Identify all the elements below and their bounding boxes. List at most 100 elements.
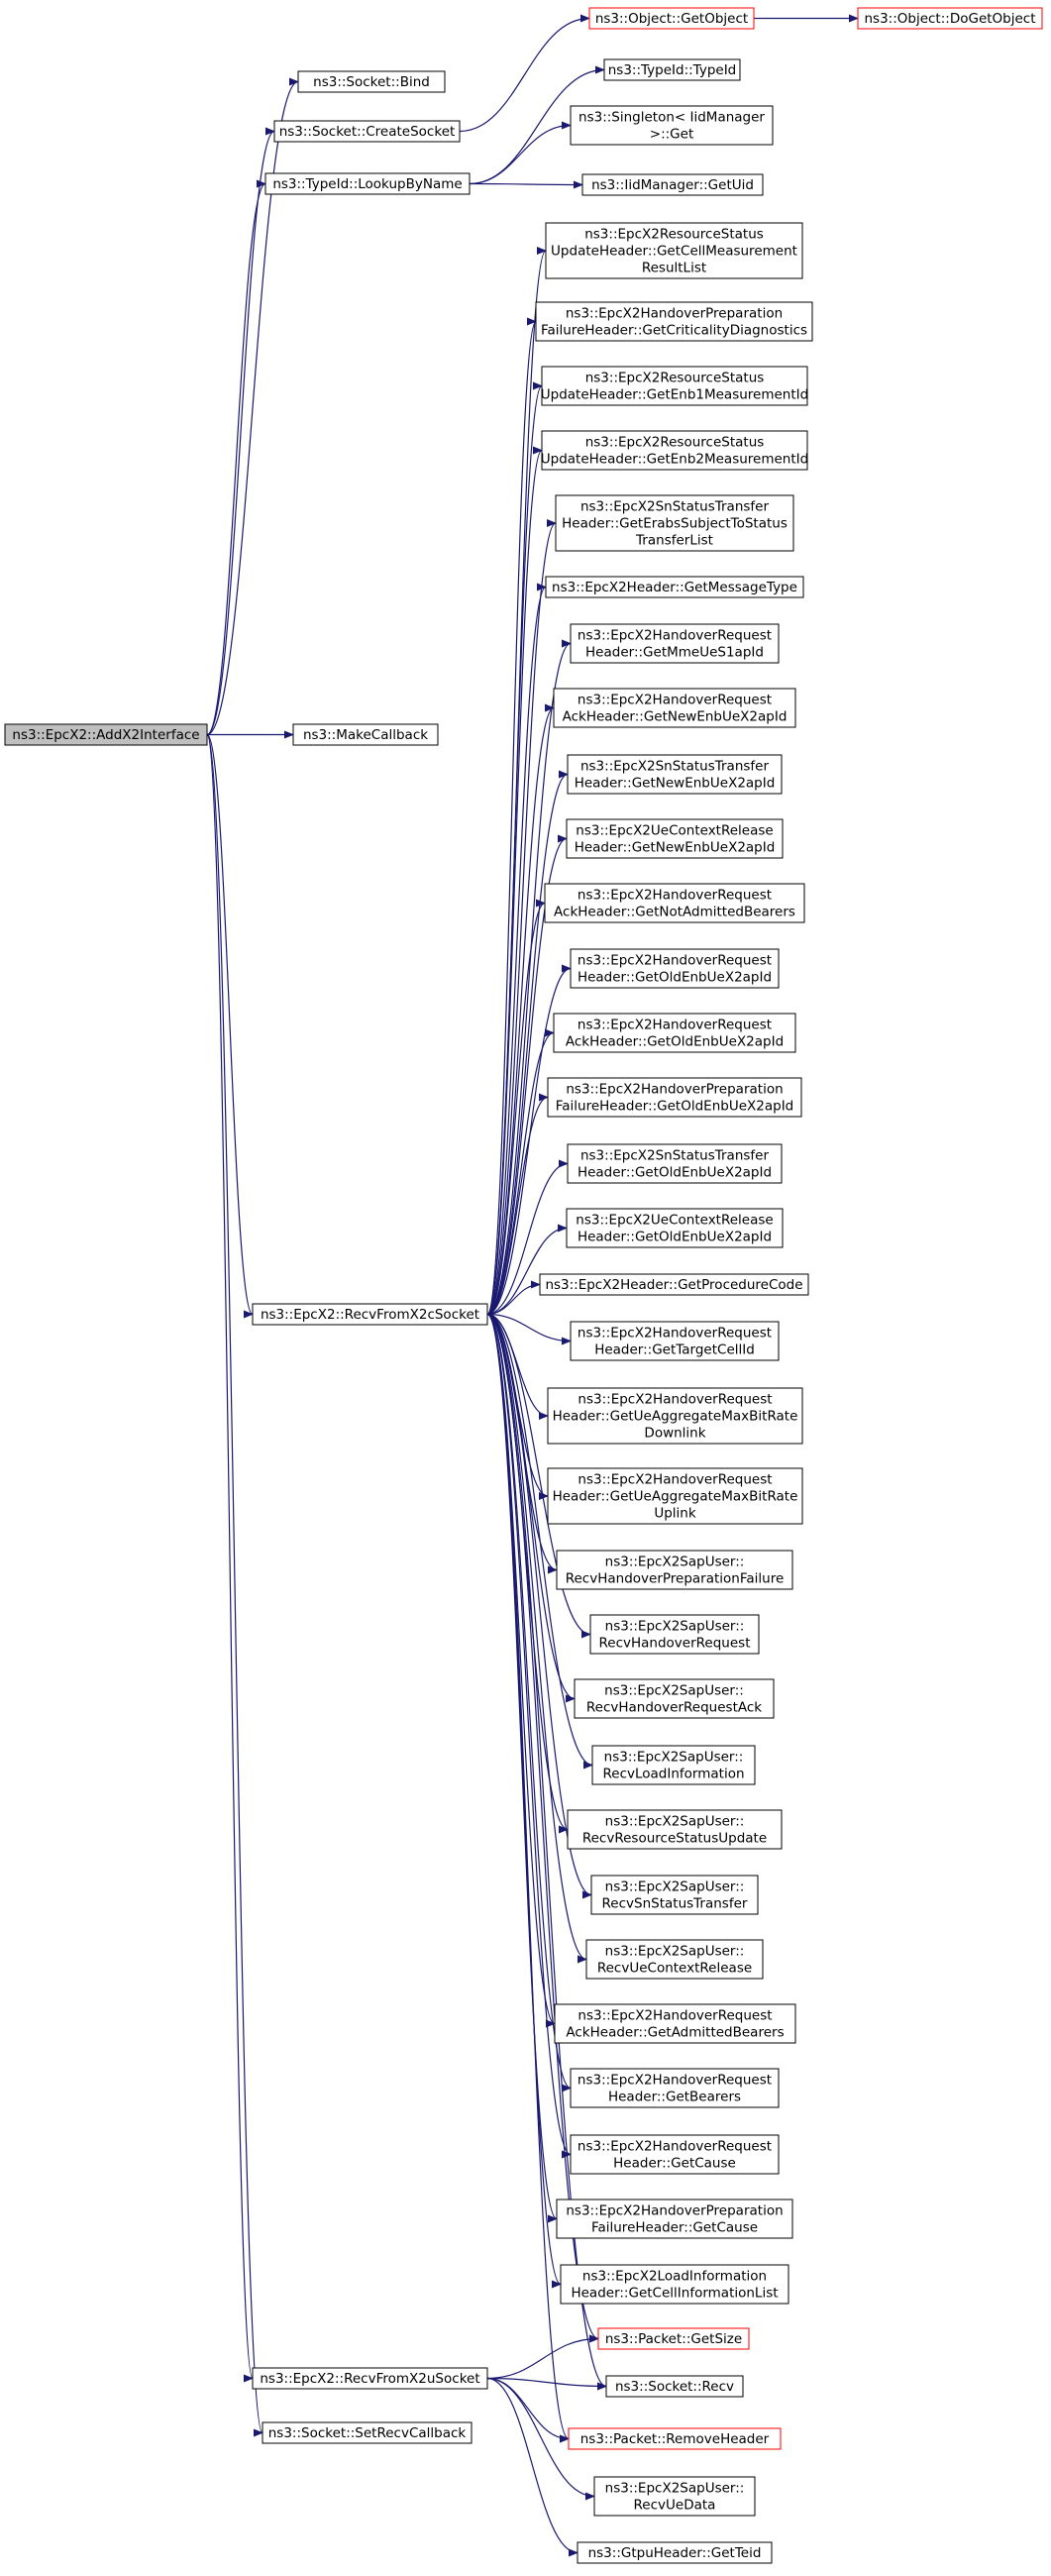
edge-root-to-createsocket [206,127,275,736]
node-typeid[interactable]: ns3::TypeId::TypeId [603,58,741,81]
edge-recvx2c-to-c30 [486,1313,572,2159]
node-c25[interactable]: ns3::EpcX2SapUser::RecvResourceStatusUpd… [567,1809,783,1850]
node-label: ns3::EpcX2HandoverPreparation [566,306,783,322]
node-lookupbyname[interactable]: ns3::TypeId::LookupByName [264,172,471,195]
edge-recvx2c-to-c4 [486,446,543,1316]
node-makecallback[interactable]: ns3::MakeCallback [292,723,439,746]
node-singleton[interactable]: ns3::Singleton< IidManager>::Get [570,105,774,146]
node-c30[interactable]: ns3::EpcX2HandoverRequestHeader::GetCaus… [570,2134,780,2175]
node-setrecvcb[interactable]: ns3::Socket::SetRecvCallback [262,2421,473,2444]
edge-recvx2c-to-c15 [486,1159,569,1316]
node-c12[interactable]: ns3::EpcX2HandoverRequestHeader::GetOldE… [570,948,780,989]
node-label: ns3::EpcX2LoadInformation [582,2269,767,2285]
node-box [273,120,461,143]
node-c22[interactable]: ns3::EpcX2SapUser::RecvHandoverRequest [589,1614,760,1655]
node-label: ns3::Socket::Bind [313,74,430,90]
node-box [292,723,439,746]
node-c1[interactable]: ns3::EpcX2ResourceStatusUpdateHeader::Ge… [545,222,803,279]
node-box [581,173,764,196]
node-c14[interactable]: ns3::EpcX2HandoverPreparationFailureHead… [547,1077,802,1118]
node-label: Header::GetUeAggregateMaxBitRate [553,1489,798,1505]
node-box [588,7,755,30]
edge-lookupbyname-to-singleton [469,121,572,185]
node-recvx2c[interactable]: ns3::EpcX2::RecvFromX2cSocket [252,1303,488,1326]
node-box [566,818,784,859]
node-c3[interactable]: ns3::EpcX2ResourceStatusUpdateHeader::Ge… [541,366,808,406]
edge-recvx2c-to-c2 [486,317,537,1316]
node-c29[interactable]: ns3::EpcX2HandoverRequestHeader::GetBear… [570,2068,780,2108]
nodes-layer: ns3::EpcX2::AddX2Interface ns3::Socket::B… [4,7,1043,2564]
node-createsocket[interactable]: ns3::Socket::CreateSocket [273,120,461,143]
node-label: ns3::GtpuHeader::GetTeid [588,2545,762,2561]
node-getobject[interactable]: ns3::Object::GetObject [588,7,755,30]
node-c32[interactable]: ns3::EpcX2LoadInformationHeader::GetCell… [560,2264,789,2305]
node-getuid[interactable]: ns3::IidManager::GetUid [581,173,764,196]
node-c26[interactable]: ns3::EpcX2SapUser::RecvSnStatusTransfer [590,1875,759,1915]
node-label: Header::GetMmeUeS1apId [585,645,764,661]
node-c31[interactable]: ns3::EpcX2HandoverPreparationFailureHead… [556,2199,793,2239]
node-box [553,1013,796,1053]
node-box [547,1467,803,1525]
edge-recvx2c-to-c14 [486,1093,549,1316]
node-label: UpdateHeader::GetCellMeasurement [551,244,797,260]
node-label: ns3::EpcX2Header::GetMessageType [552,580,797,595]
node-removeheader[interactable]: ns3::Packet::RemoveHeader [568,2427,782,2450]
node-c15[interactable]: ns3::EpcX2SnStatusTransferHeader::GetOld… [567,1143,783,1184]
node-c6[interactable]: ns3::EpcX2Header::GetMessageType [545,576,804,598]
node-label: ns3::EpcX2HandoverPreparation [566,1082,783,1098]
node-c20[interactable]: ns3::EpcX2HandoverRequestHeader::GetUeAg… [547,1467,803,1525]
edge-recvx2c-to-c26 [486,1313,592,1899]
node-c24[interactable]: ns3::EpcX2SapUser::RecvLoadInformation [591,1745,756,1785]
node-c10[interactable]: ns3::EpcX2UeContextReleaseHeader::GetNew… [566,818,784,859]
edge-recvx2u-to-getteid [486,2377,578,2557]
node-recvuedata[interactable]: ns3::EpcX2SapUser::RecvUeData [593,2476,756,2517]
node-c8[interactable]: ns3::EpcX2HandoverRequestAckHeader::GetN… [553,688,796,728]
node-c5[interactable]: ns3::EpcX2SnStatusTransferHeader::GetEra… [555,494,794,552]
node-c17[interactable]: ns3::EpcX2Header::GetProcedureCode [539,1273,809,1296]
edge-root-to-recvx2c [206,733,254,1319]
edge-recvx2u-to-recvuedata [486,2377,595,2501]
node-c13[interactable]: ns3::EpcX2HandoverRequestAckHeader::GetO… [553,1013,796,1053]
node-c19[interactable]: ns3::EpcX2HandoverRequestHeader::GetUeAg… [547,1387,803,1445]
node-box [252,2367,488,2390]
node-c28[interactable]: ns3::EpcX2HandoverRequestAckHeader::GetA… [554,2003,796,2044]
node-label: UpdateHeader::GetEnb2MeasurementId [541,452,808,468]
node-label: Header::GetErabsSubjectToStatus [562,516,788,532]
node-c7[interactable]: ns3::EpcX2HandoverRequestHeader::GetMmeU… [570,623,780,664]
node-box [603,58,741,81]
node-c2[interactable]: ns3::EpcX2HandoverPreparationFailureHead… [535,301,813,342]
node-label: ns3::Socket::Recv [615,2379,734,2395]
node-label: ns3::EpcX2HandoverRequest [578,628,772,644]
node-root[interactable]: ns3::EpcX2::AddX2Interface [4,723,208,746]
node-box [568,2427,782,2450]
node-label: ns3::EpcX2HandoverRequest [578,1326,772,1342]
node-label: FailureHeader::GetCause [591,2220,758,2236]
node-box [605,2375,744,2398]
node-recvx2u[interactable]: ns3::EpcX2::RecvFromX2uSocket [252,2367,488,2390]
node-c27[interactable]: ns3::EpcX2SapUser::RecvUeContextRelease [585,1939,764,1980]
node-box [556,1550,793,1590]
node-c4[interactable]: ns3::EpcX2ResourceStatusUpdateHeader::Ge… [541,430,808,471]
node-label: ns3::Object::DoGetObject [864,11,1035,27]
node-c18[interactable]: ns3::EpcX2HandoverRequestHeader::GetTarg… [570,1321,780,1361]
edge-root-to-setrecvcb [206,733,263,2436]
node-box [590,1875,759,1915]
node-dogetobject[interactable]: ns3::Object::DoGetObject [857,7,1043,30]
node-box [535,301,813,342]
node-getsize[interactable]: ns3::Packet::GetSize [597,2327,750,2350]
node-label: ns3::EpcX2SapUser:: [605,1879,745,1895]
node-label: ns3::Socket::SetRecvCallback [268,2425,467,2441]
node-getteid[interactable]: ns3::GtpuHeader::GetTeid [577,2541,773,2564]
node-recv[interactable]: ns3::Socket::Recv [605,2375,744,2398]
node-bind[interactable]: ns3::Socket::Bind [297,70,446,93]
node-c16[interactable]: ns3::EpcX2UeContextReleaseHeader::GetOld… [566,1208,784,1248]
node-label: RecvHandoverRequestAck [586,1700,762,1716]
edge-recvx2c-to-c17 [486,1280,541,1316]
node-c11[interactable]: ns3::EpcX2HandoverRequestAckHeader::GetN… [544,883,805,923]
node-box [545,222,803,279]
node-c9[interactable]: ns3::EpcX2SnStatusTransferHeader::GetNew… [567,754,783,795]
node-c23[interactable]: ns3::EpcX2SapUser::RecvHandoverRequestAc… [574,1678,775,1719]
node-c21[interactable]: ns3::EpcX2SapUser::RecvHandoverPreparati… [556,1550,793,1590]
node-label: Header::GetTargetCellId [594,1342,755,1358]
node-label: >::Get [650,127,693,143]
